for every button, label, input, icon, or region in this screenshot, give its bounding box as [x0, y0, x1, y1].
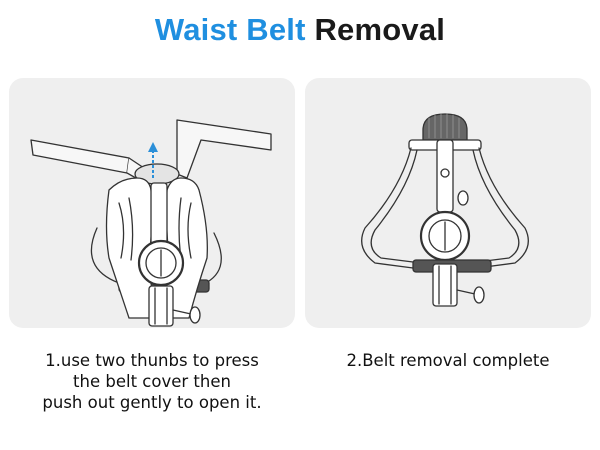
- caption-line: 2.Belt removal complete: [346, 351, 550, 370]
- belt-removed-illustration: [361, 113, 529, 307]
- step-2-caption: 2.Belt removal complete: [305, 350, 591, 371]
- step-2-illustration: [305, 78, 591, 328]
- title-accent: Waist Belt: [154, 12, 306, 47]
- step-1-illustration: [9, 78, 295, 328]
- caption-line: the belt cover then: [73, 372, 231, 391]
- caption-line: 1.use two thunbs to press: [45, 351, 259, 370]
- caption-line: push out gently to open it.: [42, 393, 262, 412]
- page-title: Waist Belt Removal: [0, 12, 600, 48]
- hands-press-illustration: [30, 119, 272, 327]
- title-rest: Removal: [314, 12, 446, 47]
- arrow-up-icon: [148, 142, 158, 178]
- step-1-caption: 1.use two thunbs to press the belt cover…: [9, 350, 295, 413]
